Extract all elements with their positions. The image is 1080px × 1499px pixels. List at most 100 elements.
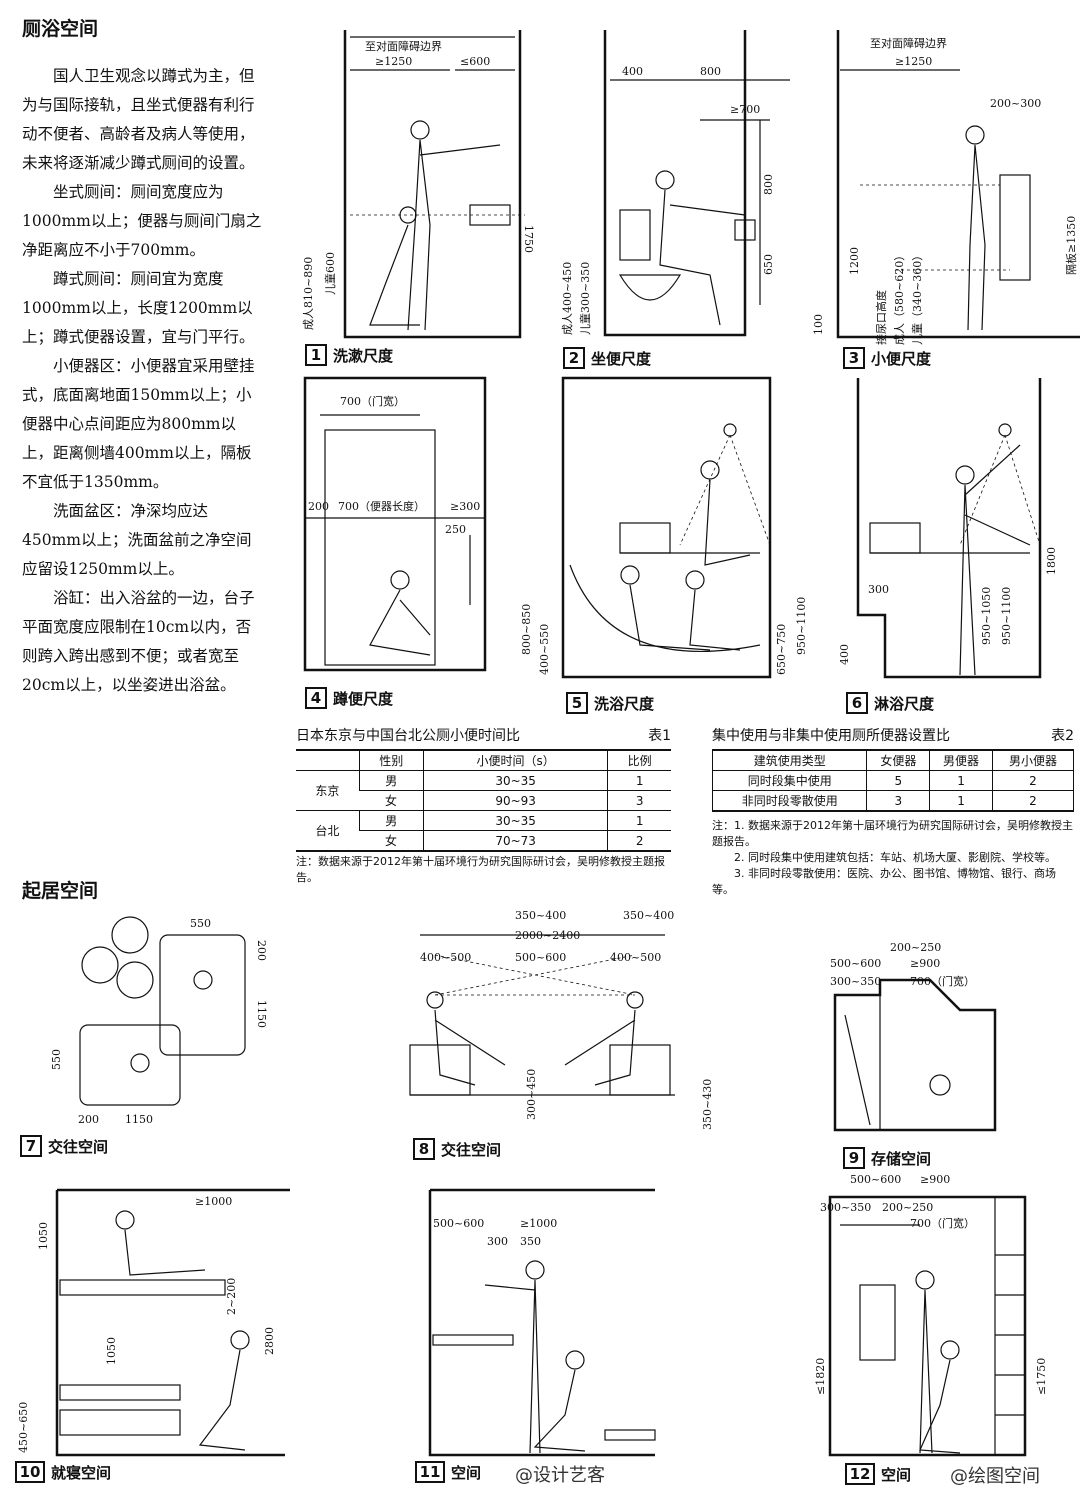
figure-number: 11: [415, 1461, 445, 1483]
dim-label: 800~850: [520, 604, 533, 655]
dim-label: 700（便器长度）: [338, 499, 425, 513]
dim-label: 成人400~450: [561, 262, 574, 335]
section-title-bath: 厕浴空间: [22, 18, 99, 40]
th: 男便器: [929, 749, 993, 771]
dim-label: 950~1050: [980, 587, 993, 645]
caption-text: 就寝空间: [51, 1463, 112, 1482]
dim-label: 儿童600: [323, 252, 337, 295]
cell: 30~35: [422, 810, 608, 831]
dim-label: 1050: [37, 1222, 50, 1250]
dim-label: 2000~2400: [515, 929, 580, 942]
dim-label: ≥1000: [195, 1195, 232, 1208]
table-2-note: 2. 同时段集中使用建筑包括：车站、机场大厦、影剧院、学校等。: [734, 851, 1056, 864]
table-2-title: 集中使用与非集中使用厕所便器设置比: [712, 728, 950, 744]
dim-label: ≥700: [730, 103, 760, 116]
th: [296, 750, 359, 771]
figure-8-diagram: 350~400 350~400 2000~2400 400~500 500~60…: [409, 909, 714, 1130]
cell: 70~73: [422, 830, 608, 851]
dim-label: 500~600: [850, 1173, 901, 1186]
dim-label: 700（门宽）: [910, 1216, 975, 1230]
paragraph: 坐式厕间：厕间宽度应为1000mm以上；便器与厕间门扇之净距离应不小于700mm…: [22, 183, 262, 259]
figure-number: 5: [566, 692, 588, 714]
cell: 2: [607, 830, 671, 851]
dim-label: 650: [762, 254, 775, 275]
cell: 女: [385, 794, 398, 808]
section-title-living: 起居空间: [22, 880, 99, 902]
cell: 男: [358, 810, 424, 831]
dim-label: 儿童（340~360）: [910, 250, 924, 345]
caption-text: 交往空间: [48, 1137, 109, 1156]
dim-label: 2~200: [225, 1278, 238, 1315]
table-2-note: 3. 非同时段零散使用：医院、办公、图书馆、博物馆、银行、商场等。: [712, 867, 1056, 896]
caption-text: 洗漱尺度: [333, 346, 394, 365]
dim-label: 300~350: [830, 975, 881, 988]
dim-label: 400~500: [610, 951, 661, 964]
figure-number: 9: [843, 1147, 865, 1169]
figure-10-diagram: ≥1000 1050 2~200 1050 2800 450~650: [17, 1188, 290, 1457]
dim-label: 200~250: [890, 941, 941, 954]
dim-label: ≤600: [460, 55, 490, 68]
cell: 东京: [315, 784, 340, 798]
dim-label: 200: [78, 1113, 99, 1125]
dim-label: ≥1000: [520, 1217, 557, 1230]
dim-label: 350~430: [701, 1079, 714, 1130]
dim-label: 成人（580~620）: [893, 250, 906, 345]
caption-text: 坐便尺度: [591, 349, 652, 368]
dim-label: 700（门宽）: [340, 394, 405, 408]
cell: 2: [991, 790, 1075, 812]
figure-number: 2: [563, 347, 585, 369]
figure-10-caption: 10 就寝空间: [15, 1461, 111, 1483]
dim-label: 1800: [1045, 547, 1058, 575]
dim-label: 200~300: [990, 97, 1041, 110]
paragraph: 浴缸：出入浴盆的一边，台子平面宽度应限制在10cm以内，否则跨入跨出感到不便；或…: [22, 589, 255, 694]
dim-label: 至对面障碍边界: [870, 36, 947, 50]
dim-label: 400: [840, 644, 851, 665]
dim-label: 1200: [848, 247, 861, 275]
table-2: 集中使用与非集中使用厕所便器设置比表2 建筑使用类型女便器男便器男小便器 同时段…: [711, 725, 1078, 898]
figure-number: 8: [413, 1138, 435, 1160]
dim-label: ≥900: [920, 1173, 950, 1186]
table-1-title: 日本东京与中国台北公厕小便时间比: [296, 728, 520, 744]
cell: 台北: [315, 824, 340, 838]
dim-label: 500~600: [433, 1217, 484, 1230]
dim-label: 550: [190, 917, 211, 930]
dim-label: 800: [700, 65, 721, 78]
caption-text: 存储空间: [871, 1149, 932, 1168]
figure-2-diagram: 400 800 ≥700 800 650 成人400~450 儿童300~350…: [561, 30, 825, 337]
dim-label: 950~1100: [795, 597, 808, 655]
figure-9-diagram: 200~250 500~600 ≥900 300~350 700（门宽）: [830, 941, 997, 1132]
dim-label: 1050: [105, 1337, 118, 1365]
dim-label: 200: [255, 940, 268, 961]
th: 比例: [607, 750, 671, 771]
cell: 5: [866, 770, 931, 791]
dim-label: 400~550: [538, 624, 551, 675]
dim-label: 300~450: [525, 1069, 538, 1120]
figure-12-diagram: 500~600 ≥900 300~350 200~250 700（门宽） ≤18…: [814, 1173, 1048, 1457]
dim-label: ≥1250: [895, 55, 932, 68]
dim-label: 950~1100: [1000, 587, 1013, 645]
dim-label: 接尿口高度: [874, 290, 888, 345]
dim-label: 至对面障碍边界: [365, 39, 442, 53]
cell: 男: [358, 770, 424, 791]
table-1-tag: 表1: [648, 728, 671, 744]
cell: 同时段集中使用: [711, 770, 868, 791]
table-1-note: 注：数据来源于2012年第十届环境行为研究国际研讨会，吴明修教授主题报告。: [296, 855, 665, 884]
figure-2-caption: 2 坐便尺度: [563, 347, 651, 369]
figure-number: 10: [15, 1461, 45, 1483]
figure-1-diagram: 至对面障碍边界 ≥1250 ≤600 1750 成人810~890 儿童600: [302, 30, 535, 339]
watermark: @绘图空间: [950, 1466, 1040, 1487]
dim-label: 350~400: [623, 909, 674, 922]
th: 小便时间（s）: [422, 750, 608, 771]
dim-label: 450~650: [17, 1402, 30, 1453]
cell: 90~93: [422, 790, 608, 811]
